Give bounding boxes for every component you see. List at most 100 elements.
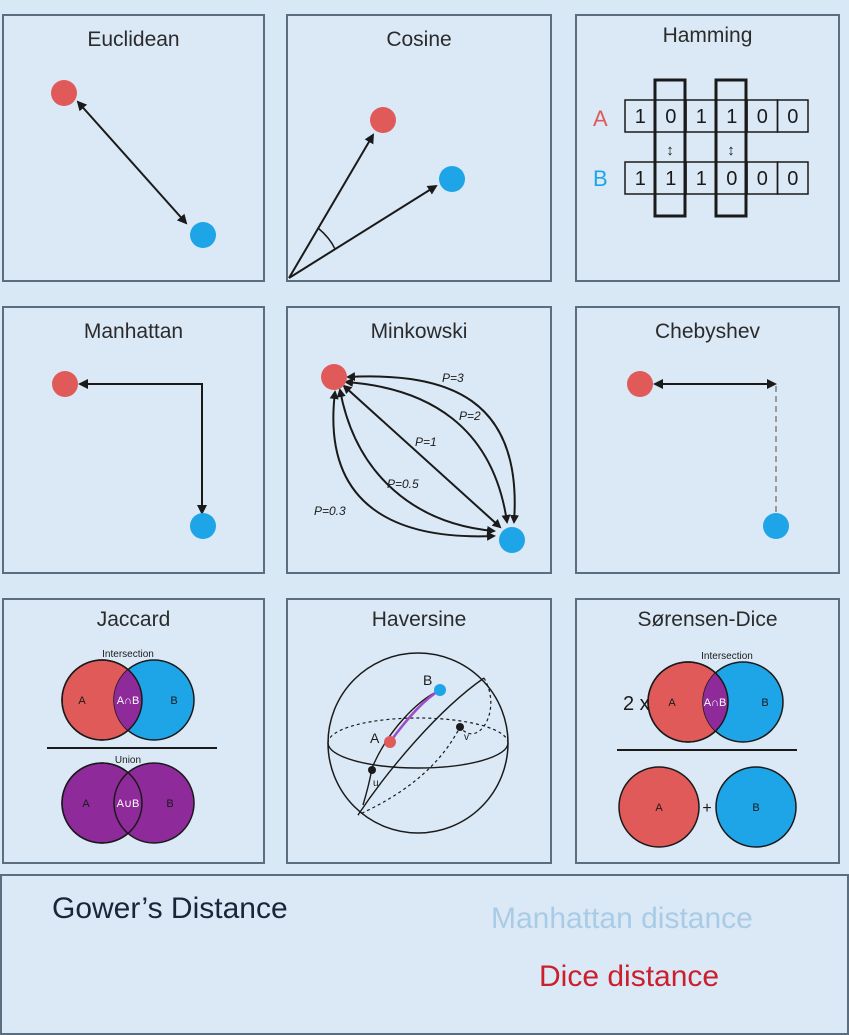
panel-minkowski: Minkowski P=3 P=2 P=1 P=0.5 P=0.3	[286, 306, 552, 574]
label-p05: P=0.5	[387, 477, 419, 491]
denominator-b	[715, 766, 797, 848]
red-point	[52, 371, 78, 397]
blue-point	[499, 527, 525, 553]
panel-title: Jaccard	[96, 608, 171, 631]
bit-value: 0	[757, 168, 768, 190]
cosine-diagram	[288, 107, 465, 279]
set-a-outline	[647, 661, 729, 743]
label-a: A	[370, 730, 380, 746]
intersection-label: Intersection	[102, 649, 154, 660]
red-point	[321, 364, 347, 390]
panel-haversine: Haversine A B u v	[286, 598, 552, 864]
euclidean-diagram	[51, 80, 216, 248]
bit-value: 1	[696, 106, 707, 128]
label-p3: P=3	[442, 371, 464, 385]
diff-highlight-col	[653, 78, 687, 218]
bit-cell	[776, 161, 809, 195]
row-b-label: B	[593, 166, 608, 191]
union-a-outline	[61, 762, 143, 844]
panel-title: Hamming	[662, 24, 753, 47]
diff-mark: ↕	[727, 142, 735, 159]
jaccard-diagram: Intersection A B A∩B Union A B A∪B	[47, 649, 217, 844]
blue-point	[190, 513, 216, 539]
panel-manhattan: Manhattan	[2, 306, 265, 574]
bit-value: 1	[635, 168, 646, 190]
curve-p3	[346, 372, 519, 524]
union-b-label: B	[166, 798, 173, 810]
intersection-region	[114, 660, 142, 740]
manhattan-diagram	[52, 371, 216, 539]
multiplier: 2 x	[623, 693, 650, 715]
point-b	[434, 684, 446, 696]
point-a	[384, 736, 396, 748]
blue-point	[439, 166, 465, 192]
gower-distance-heading: Gower’s Distance	[52, 892, 288, 925]
red-point	[370, 107, 396, 133]
intersection-symbol: A∩B	[117, 695, 140, 707]
point-v	[456, 723, 464, 731]
panel-euclidean: Euclidean	[2, 14, 265, 282]
bit-cell	[776, 99, 809, 133]
line-p1	[342, 384, 502, 529]
diff-highlight-col	[714, 78, 748, 218]
label-p03: P=0.3	[314, 504, 346, 518]
intersection-label: Intersection	[701, 651, 753, 662]
panel-title: Chebyshev	[654, 320, 761, 343]
panel-cosine: Cosine	[286, 14, 552, 282]
vector-blue	[288, 184, 438, 279]
bit-value: 0	[726, 168, 737, 190]
point-u	[368, 766, 376, 774]
bit-value: 0	[787, 168, 798, 190]
panel-title: Cosine	[386, 28, 452, 51]
haversine-arc	[388, 688, 441, 743]
great-circle-front	[371, 689, 441, 769]
union-b-circle	[113, 762, 195, 844]
bit-value: 0	[787, 106, 798, 128]
panel-title: Minkowski	[370, 320, 468, 343]
equator-front	[327, 742, 509, 769]
intersection-symbol: A∩B	[704, 697, 727, 709]
equator-back	[327, 717, 509, 744]
label-u: u	[373, 778, 379, 789]
denominator-a	[618, 766, 700, 848]
panel-sorensen-dice: Sørensen-Dice Intersection 2 x A B A∩B A…	[575, 598, 840, 864]
label-p1: P=1	[415, 435, 437, 449]
panel-title: Sørensen-Dice	[637, 608, 778, 631]
manhattan-distance-note: Manhattan distance	[491, 902, 753, 935]
angle-arc	[317, 227, 336, 250]
bottom-notes: Gower’s Distance Manhattan distance Dice…	[0, 874, 849, 1035]
red-point	[627, 371, 653, 397]
set-a-outline	[61, 659, 143, 741]
label-b: B	[423, 672, 432, 688]
row-a-label: A	[593, 106, 608, 131]
haversine-diagram: A B u v	[327, 652, 509, 834]
set-a-label: A	[668, 697, 676, 709]
union-a-label: A	[82, 798, 90, 810]
label-p2: P=2	[459, 409, 481, 423]
union-symbol: A∪B	[117, 798, 140, 810]
panel-jaccard: Jaccard Intersection A B A∩B Union A B A…	[2, 598, 265, 864]
curve-p03	[329, 390, 496, 541]
set-b-label: B	[761, 697, 768, 709]
panel-chebyshev: Chebyshev	[575, 306, 840, 574]
blue-point	[763, 513, 789, 539]
set-a-label: A	[78, 695, 86, 707]
vector-red	[288, 133, 375, 279]
denominator-a-label: A	[655, 802, 663, 814]
minkowski-diagram: P=3 P=2 P=1 P=0.5 P=0.3	[314, 364, 525, 553]
manhattan-path	[78, 379, 207, 515]
diff-mark: ↕	[666, 142, 674, 159]
plus-sign: +	[702, 800, 711, 817]
panel-title: Haversine	[371, 608, 467, 631]
curve-p2	[344, 378, 511, 524]
denominator-b-label: B	[752, 802, 759, 814]
chebyshev-diagram	[627, 371, 789, 539]
panel-title: Manhattan	[83, 320, 184, 343]
union-label: Union	[115, 755, 141, 766]
distance-arrow	[76, 100, 188, 225]
bit-value: 0	[665, 106, 676, 128]
bit-value: 1	[665, 168, 676, 190]
